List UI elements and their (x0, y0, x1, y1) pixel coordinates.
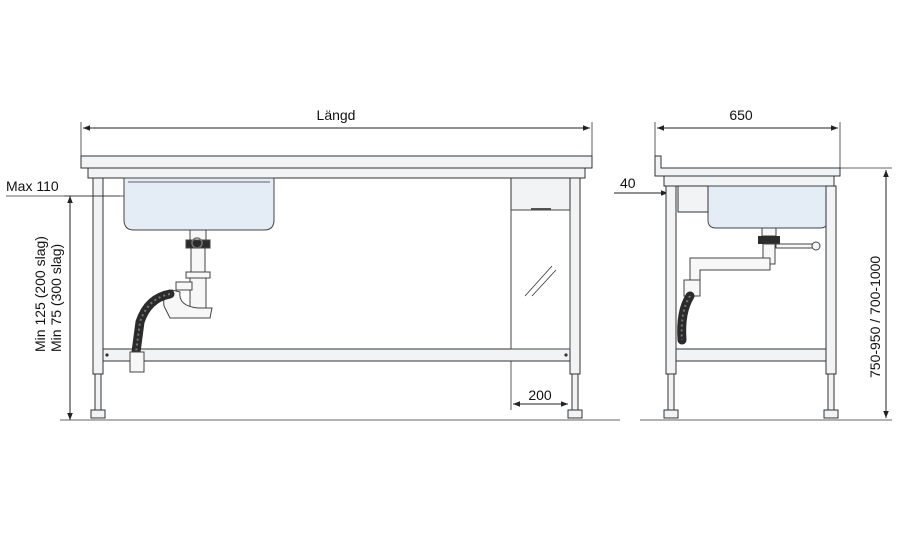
front-view: Längd 200 (6, 107, 620, 421)
min-label-1: Min 125 (200 slag) (32, 236, 48, 352)
side-right-adjuster (827, 373, 835, 411)
depth-label: 650 (729, 107, 753, 123)
depth-dimension: 650 (654, 107, 841, 170)
drawer-unit (510, 177, 571, 211)
min-label-2: Min 75 (300 slag) (48, 244, 64, 352)
lip-dimension: 40 (614, 175, 668, 196)
table-top (80, 155, 593, 169)
offset-label: 200 (528, 387, 552, 403)
lip-label: 40 (620, 175, 636, 191)
length-dimension: Längd (80, 107, 593, 156)
side-right-foot (823, 409, 839, 419)
table-frame-rail (87, 167, 586, 179)
max-dimension: Max 110 (6, 178, 620, 421)
side-left-leg (665, 185, 677, 375)
side-left-adjuster (667, 373, 675, 411)
left-foot-adjuster (94, 373, 102, 411)
sink-basin (123, 177, 275, 231)
left-leg (92, 177, 104, 375)
right-leg (569, 177, 581, 375)
drain-assembly (129, 229, 213, 373)
side-view: 650 40 (614, 107, 892, 421)
right-foot-adjuster (571, 373, 579, 411)
height-dimension: 750-950 / 700-1000 (640, 167, 892, 421)
side-lower-rail (675, 348, 827, 362)
side-drawer (677, 185, 709, 213)
glass-panel (510, 209, 571, 350)
left-foot (90, 409, 106, 419)
length-label: Längd (317, 107, 356, 123)
max-label: Max 110 (6, 178, 59, 194)
side-table-top (654, 155, 841, 177)
lower-rail (102, 348, 571, 362)
side-frame-rail (663, 175, 835, 187)
side-drain-assembly (677, 227, 821, 345)
right-foot (567, 409, 583, 419)
height-label: 750-950 / 700-1000 (867, 256, 883, 378)
side-left-foot (663, 409, 679, 419)
side-sink-basin (707, 185, 829, 229)
offset-dimension: 200 (510, 361, 568, 410)
side-right-leg (825, 185, 837, 375)
